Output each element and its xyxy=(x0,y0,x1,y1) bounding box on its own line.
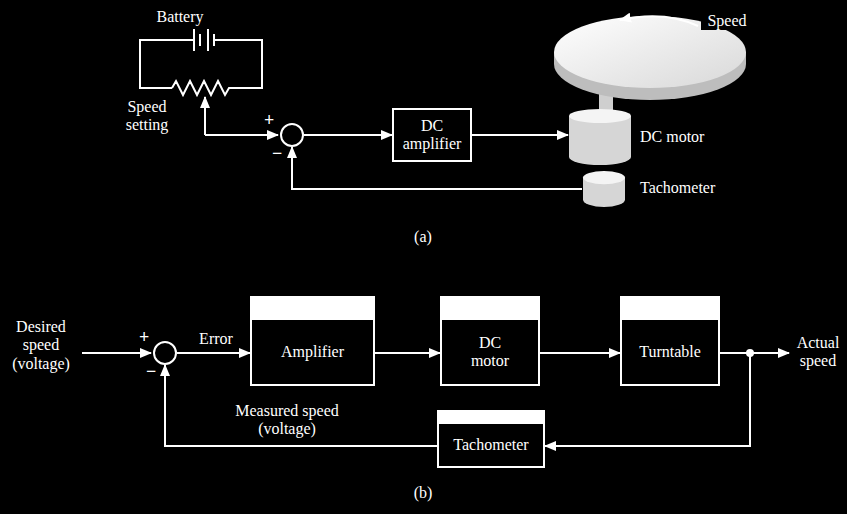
signal-connector xyxy=(292,147,582,189)
signal-connector xyxy=(472,134,568,136)
box-body: Turntable xyxy=(622,320,718,384)
text-label: (a) xyxy=(408,228,438,246)
text-label: Speed xyxy=(701,12,753,30)
box-text: Turntable xyxy=(639,343,701,361)
box-body: DC amplifier xyxy=(394,110,470,160)
edge-label: Measured speed (voltage) xyxy=(232,402,342,439)
process-box: Tachometer xyxy=(437,410,545,468)
cylinder-symbol xyxy=(568,108,632,166)
battery-plate xyxy=(207,29,209,51)
setting-wire xyxy=(205,134,278,136)
signal-connector xyxy=(165,365,437,446)
box-text: Amplifier xyxy=(281,343,344,361)
edge-label: Error xyxy=(192,330,240,348)
cylinder-symbol xyxy=(582,170,626,208)
rotation-arrow xyxy=(620,16,698,26)
cylinder-top xyxy=(583,171,625,184)
signal-connector xyxy=(540,352,620,354)
battery-plate xyxy=(199,34,201,46)
battery-plate xyxy=(193,29,195,51)
header-band xyxy=(622,298,718,320)
header-band xyxy=(439,412,543,424)
text-label: Actual speed xyxy=(791,334,845,371)
box-body: Amplifier xyxy=(252,320,373,384)
cylinder-body xyxy=(569,116,631,165)
box-body: DC motor xyxy=(442,320,538,384)
box-text: DC amplifier xyxy=(399,117,465,154)
process-box: Amplifier xyxy=(250,296,375,386)
turntable-disc xyxy=(554,16,746,112)
process-box: DC motor xyxy=(440,296,540,386)
wire xyxy=(140,40,194,88)
signal-connector xyxy=(304,134,392,136)
box-text: DC motor xyxy=(460,334,520,371)
wiper-arrow xyxy=(204,97,206,135)
signal-connector xyxy=(177,352,250,354)
box-text: Tachometer xyxy=(453,436,528,454)
box-body: Tachometer xyxy=(439,424,543,466)
text-label: Speed setting xyxy=(116,98,178,135)
cylinder-top xyxy=(569,109,631,123)
resistor-symbol xyxy=(172,81,232,95)
process-box: Turntable xyxy=(620,296,720,386)
summing-junction: +− xyxy=(280,123,304,147)
header-band xyxy=(252,298,373,320)
sign-label: − xyxy=(146,361,156,382)
sign-label: + xyxy=(139,327,149,348)
text-label: Battery xyxy=(148,8,212,26)
summing-junction: +− xyxy=(153,341,177,365)
text-label: Desired speed (voltage) xyxy=(4,318,78,373)
cylinder-part: DC motor xyxy=(568,108,632,166)
sign-label: − xyxy=(272,143,282,164)
battery-plate xyxy=(213,34,215,46)
wire xyxy=(216,40,262,88)
part-label: Tachometer xyxy=(640,179,715,197)
part-label: DC motor xyxy=(640,128,704,146)
input-arrow xyxy=(82,352,151,354)
output-arrow xyxy=(750,352,789,354)
cylinder-part: Tachometer xyxy=(582,170,626,208)
header-band xyxy=(442,298,538,320)
text-label: (b) xyxy=(408,484,438,502)
signal-connector xyxy=(375,352,440,354)
process-box: DC amplifier xyxy=(392,108,472,162)
sign-label: + xyxy=(264,110,274,131)
